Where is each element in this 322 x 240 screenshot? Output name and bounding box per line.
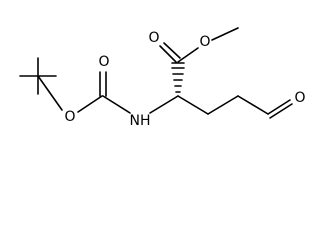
bond-ester-co-b (163, 42, 181, 59)
atom-labels: O O NH O O O (64, 30, 305, 129)
atom-ester-o-carbonyl: O (148, 30, 159, 46)
bond-ester-co-a (159, 45, 177, 63)
atom-amide-n: NH (130, 113, 151, 129)
bond-boc-n (102, 95, 131, 114)
bond-cho-o-b (269, 103, 293, 119)
atom-ester-o-methoxy: O (199, 34, 210, 50)
atom-boc-o-carbonyl: O (98, 54, 109, 70)
bond-ester-c-o-methoxy (177, 47, 199, 63)
bond-o-methyl (211, 27, 239, 41)
bond-calpha-cbeta (177, 95, 209, 115)
atom-aldehyde-o: O (294, 90, 305, 106)
bond-tbu-c-o (37, 75, 63, 111)
chemical-structure: O O NH O O O (19, 27, 306, 129)
bond-cbeta-cgamma (207, 95, 239, 115)
bond-cho-o-a (267, 99, 291, 115)
bonds (19, 27, 293, 119)
bond-cgamma-cho (237, 95, 269, 115)
atom-boc-o-ester: O (64, 109, 75, 125)
stereo-wedge (171, 62, 185, 93)
bond-n-calpha (149, 95, 179, 114)
bond-o-boc-carbon (77, 95, 103, 113)
